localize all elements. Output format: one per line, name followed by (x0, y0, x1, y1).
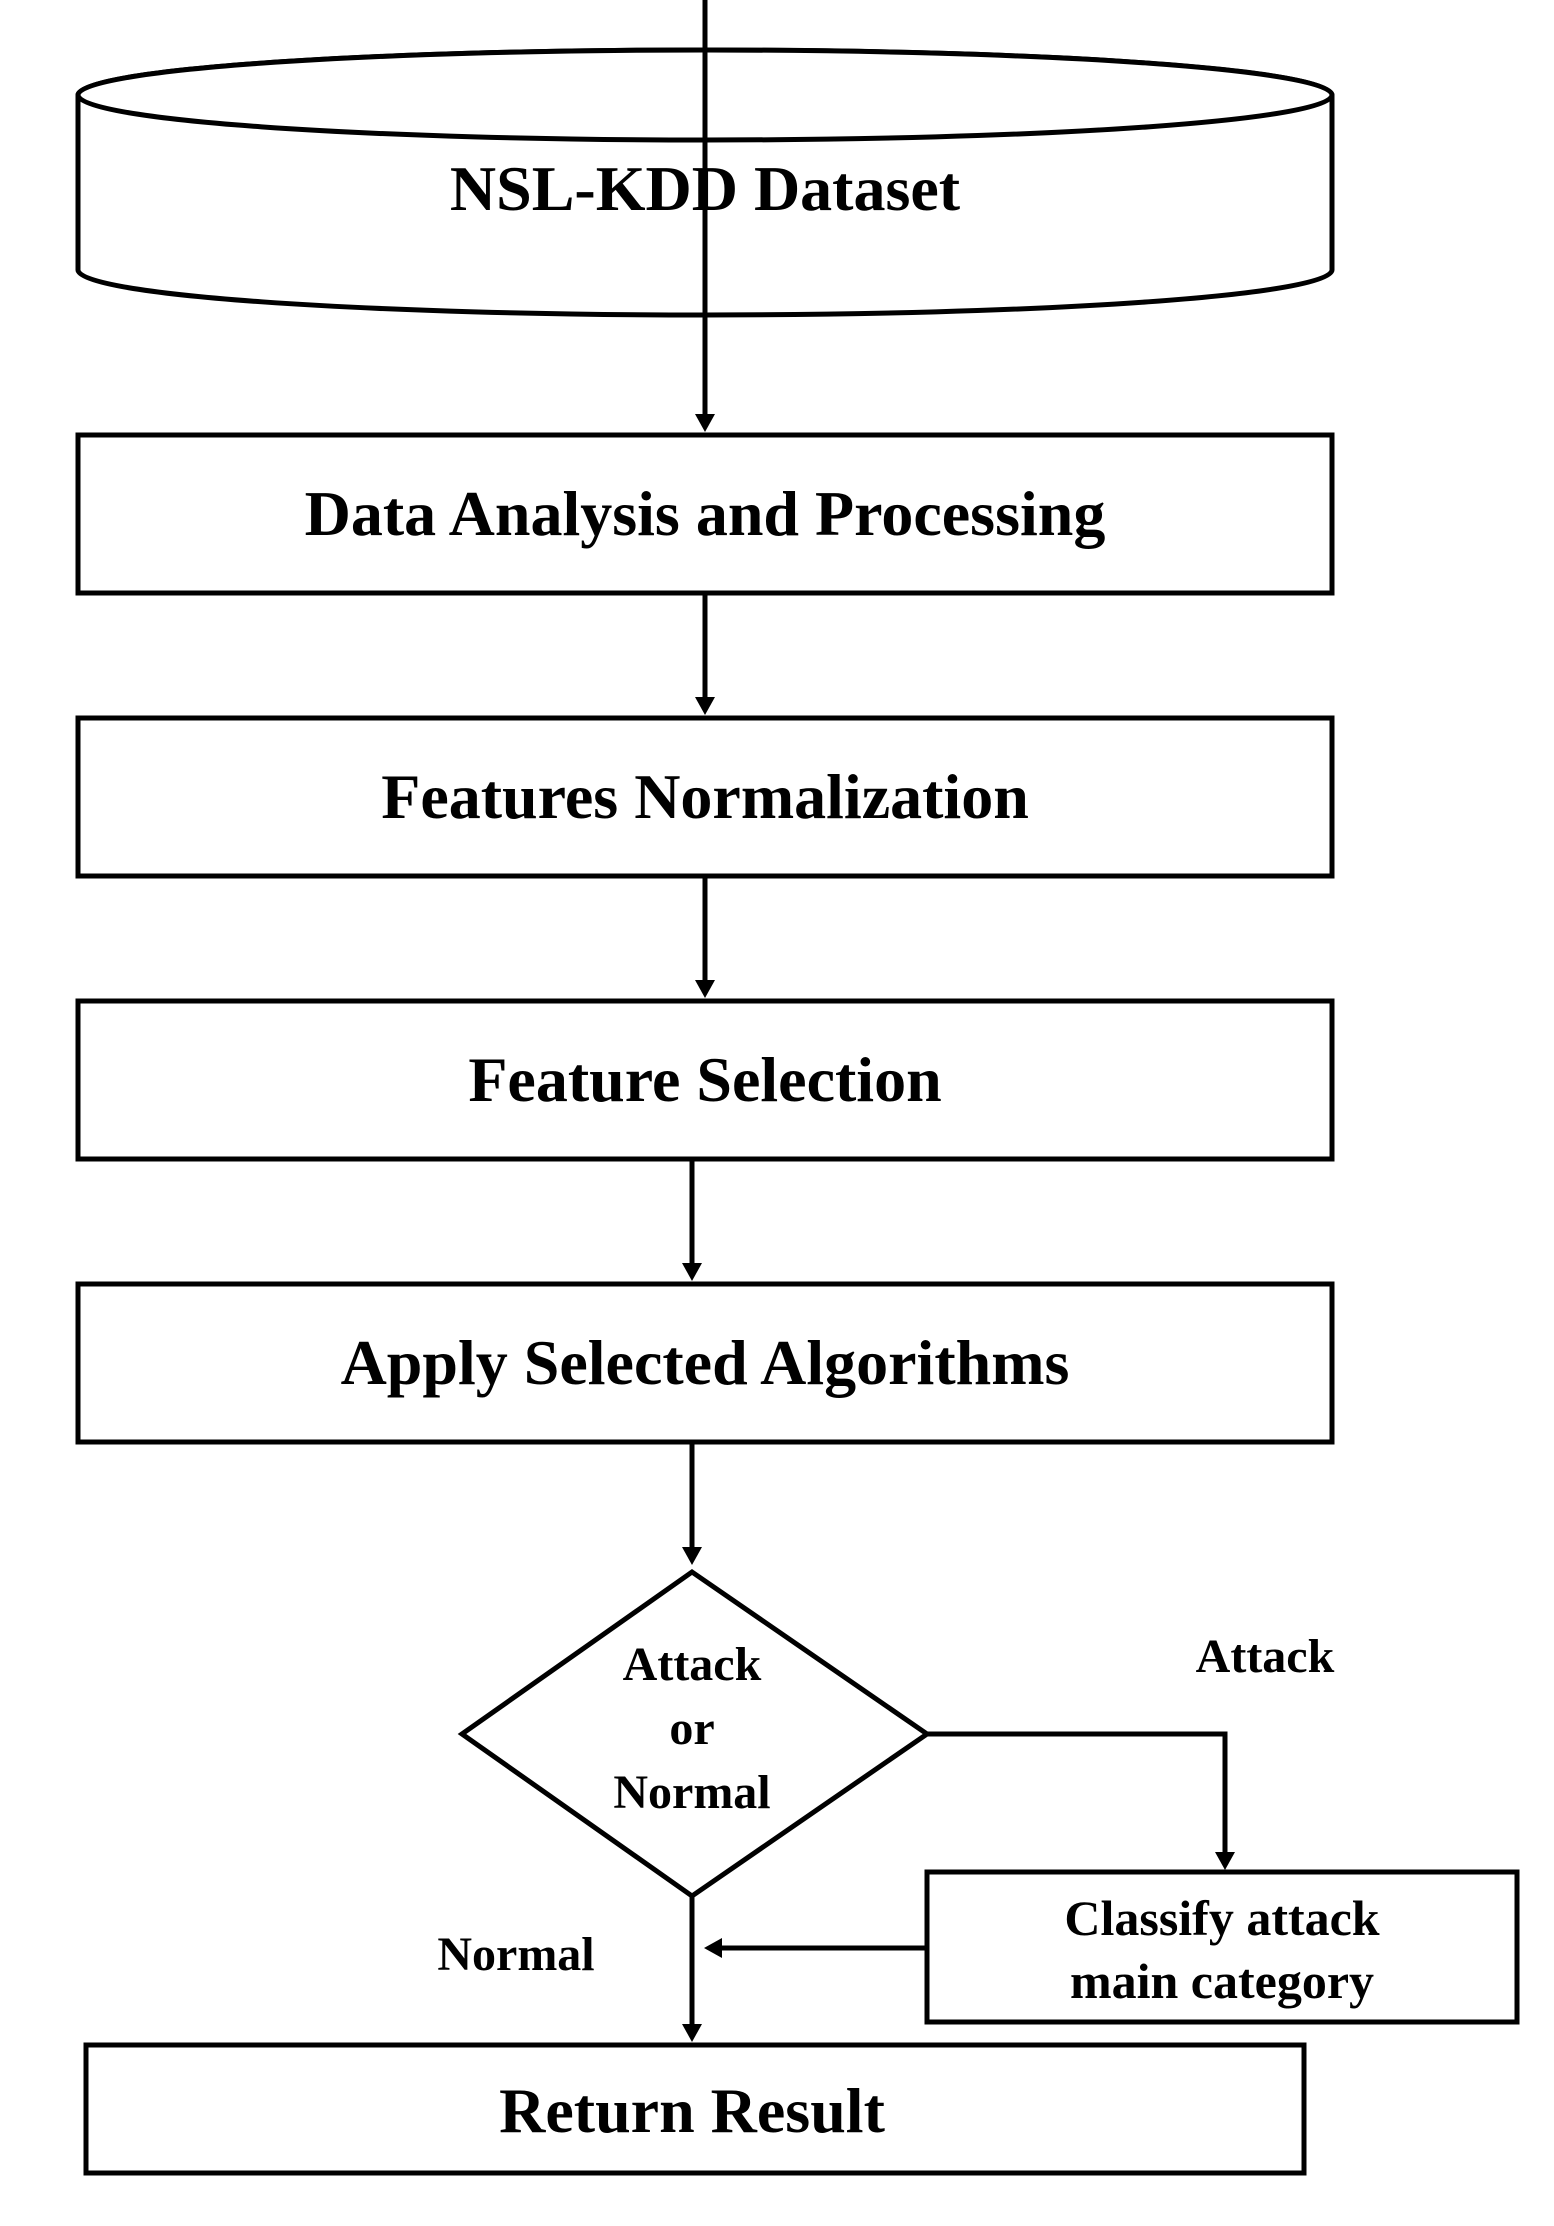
classify-label-line1: Classify attack (1064, 1890, 1379, 1946)
algorithms-box: Apply Selected Algorithms (75, 1281, 1335, 1445)
result-box: Return Result (83, 2042, 1307, 2176)
arrow-algorithms-to-decision (682, 1442, 702, 1565)
classify-box: Classify attack main category (924, 1869, 1520, 2025)
arrow-classify-to-main-line (704, 1938, 927, 1958)
arrow-selection-to-algorithms (682, 1159, 702, 1281)
algorithms-label: Apply Selected Algorithms (341, 1327, 1070, 1398)
result-label: Return Result (499, 2075, 885, 2146)
normalization-box: Features Normalization (75, 715, 1335, 879)
arrow-analysis-to-normalization (695, 593, 715, 715)
arrow-decision-to-result (682, 1896, 702, 2042)
arrow-normalization-to-selection (695, 876, 715, 998)
arrow-dataset-to-analysis (695, 0, 715, 432)
analysis-box: Data Analysis and Processing (75, 432, 1335, 596)
analysis-label: Data Analysis and Processing (305, 478, 1106, 549)
decision-label-line2: or (669, 1702, 714, 1755)
normalization-label: Features Normalization (381, 761, 1029, 832)
selection-box: Feature Selection (75, 998, 1335, 1162)
decision-label-line3: Normal (613, 1766, 770, 1819)
decision-diamond: Attack or Normal (457, 1568, 932, 1900)
classify-label-line2: main category (1070, 1953, 1374, 2009)
edge-label-attack: Attack (1196, 1630, 1335, 1683)
arrow-decision-to-classify (927, 1731, 1235, 1870)
edge-label-normal: Normal (437, 1928, 594, 1981)
decision-label-line1: Attack (623, 1638, 762, 1691)
selection-label: Feature Selection (468, 1044, 941, 1115)
